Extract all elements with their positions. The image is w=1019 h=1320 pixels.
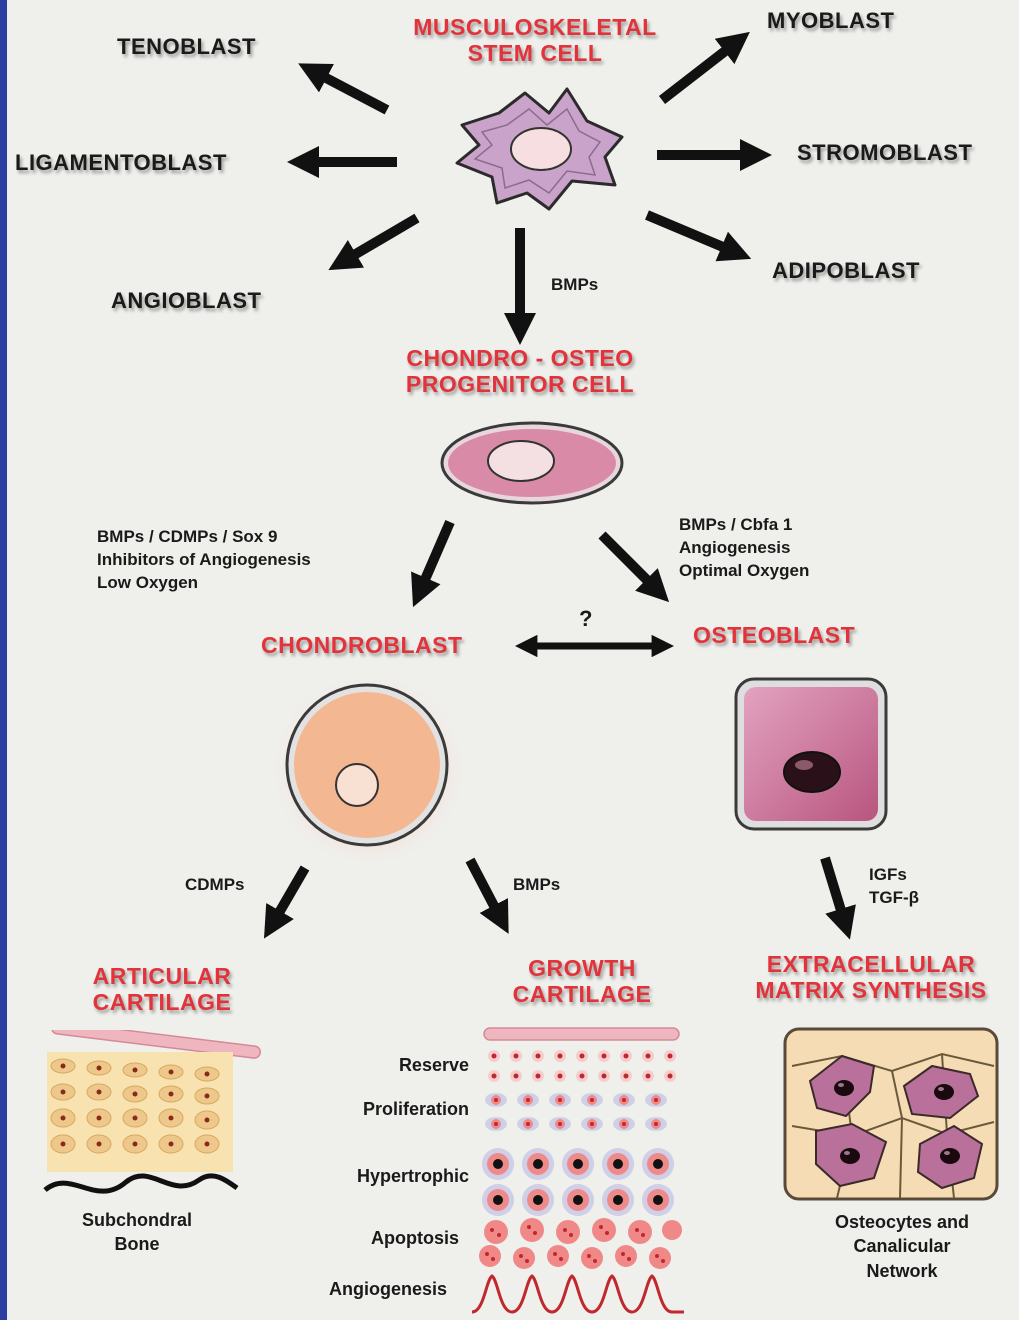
angioblast-label: ANGIOBLAST: [111, 288, 261, 313]
articular-cartilage-illustration: [41, 1030, 261, 1205]
articular-cartilage-title: ARTICULAR CARTILAGE: [57, 963, 267, 1016]
osteoblast-illustration: [732, 675, 892, 835]
growth-factors: IGFs TGF-β: [869, 864, 919, 910]
subchondral-bone-caption: Subchondral Bone: [47, 1208, 227, 1257]
osteocytes-line2: Canalicular: [797, 1234, 1007, 1258]
growth-factor-1: IGFs: [869, 864, 919, 887]
osteocytes-caption: Osteocytes and Canalicular Network: [797, 1210, 1007, 1283]
chondroblast-illustration: [267, 680, 467, 860]
subchondral-line1: Subchondral: [47, 1208, 227, 1232]
osteocytes-line3: Network: [797, 1259, 1007, 1283]
ecm-title-line1: EXTRACELLULAR: [735, 951, 1007, 977]
stem-cell-title: MUSCULOSKELETAL STEM CELL: [385, 14, 685, 67]
zone-hypertrophic: Hypertrophic: [357, 1166, 469, 1187]
growth-factor-2: TGF-β: [869, 887, 919, 910]
subchondral-line2: Bone: [47, 1232, 227, 1256]
articular-title-line2: CARTILAGE: [57, 989, 267, 1015]
chondro-factor-3: Low Oxygen: [97, 572, 311, 595]
zone-proliferation: Proliferation: [363, 1099, 469, 1120]
bmps-bottom-label: BMPs: [513, 874, 560, 897]
question-mark: ?: [579, 606, 592, 631]
progenitor-title: CHONDRO - OSTEO PROGENITOR CELL: [375, 345, 665, 398]
arrow-to-ecm: [825, 858, 847, 930]
extracellular-matrix-illustration: [782, 1026, 1002, 1206]
stromoblast-label: STROMOBLAST: [797, 140, 972, 165]
zone-apoptosis: Apoptosis: [371, 1228, 459, 1249]
osteo-factor-3: Optimal Oxygen: [679, 560, 809, 583]
osteoblast-label: OSTEOBLAST: [693, 622, 855, 648]
zone-reserve: Reserve: [399, 1055, 469, 1076]
adipoblast-label: ADIPOBLAST: [772, 258, 920, 283]
diagram-canvas: MUSCULOSKELETAL STEM CELL TENOBLAST LIGA…: [7, 0, 1019, 1320]
myoblast-label: MYOBLAST: [767, 8, 894, 33]
chondroblast-label: CHONDROBLAST: [261, 632, 463, 658]
arrow-to-osteoblast: [602, 535, 662, 595]
ecm-title: EXTRACELLULAR MATRIX SYNTHESIS: [735, 951, 1007, 1004]
stem-cell-title-line2: STEM CELL: [385, 40, 685, 66]
arrow-to-chondroblast: [417, 522, 450, 598]
stem-cell-title-line1: MUSCULOSKELETAL: [385, 14, 685, 40]
growth-cartilage-title: GROWTH CARTILAGE: [477, 955, 687, 1008]
articular-title-line1: ARTICULAR: [57, 963, 267, 989]
osteocytes-line1: Osteocytes and: [797, 1210, 1007, 1234]
arrow-to-growth: [470, 860, 504, 925]
osteo-factor-1: BMPs / Cbfa 1: [679, 514, 809, 537]
osteo-factors: BMPs / Cbfa 1 Angiogenesis Optimal Oxyge…: [679, 514, 809, 583]
chondro-factors: BMPs / CDMPs / Sox 9 Inhibitors of Angio…: [97, 526, 311, 595]
frame-border: [0, 0, 7, 1320]
chondro-factor-2: Inhibitors of Angiogenesis: [97, 549, 311, 572]
growth-title-line1: GROWTH: [477, 955, 687, 981]
zone-angiogenesis: Angiogenesis: [329, 1279, 447, 1300]
tenoblast-label: TENOBLAST: [117, 34, 256, 59]
progenitor-cell-illustration: [437, 418, 627, 508]
bmps-top-label: BMPs: [551, 274, 598, 297]
ligamentoblast-label: LIGAMENTOBLAST: [15, 150, 227, 175]
arrow-to-articular: [269, 868, 305, 930]
chondro-factor-1: BMPs / CDMPs / Sox 9: [97, 526, 311, 549]
arrow-to-tenoblast: [307, 68, 387, 110]
osteo-factor-2: Angiogenesis: [679, 537, 809, 560]
progenitor-title-line1: CHONDRO - OSTEO: [375, 345, 665, 371]
progenitor-title-line2: PROGENITOR CELL: [375, 371, 665, 397]
growth-cartilage-illustration: [472, 1024, 687, 1316]
arrow-to-angioblast: [337, 218, 417, 265]
stem-cell-illustration: [437, 85, 637, 215]
cdmps-label: CDMPs: [185, 874, 245, 897]
arrow-to-adipoblast: [647, 215, 742, 255]
growth-title-line2: CARTILAGE: [477, 981, 687, 1007]
ecm-title-line2: MATRIX SYNTHESIS: [735, 977, 1007, 1003]
